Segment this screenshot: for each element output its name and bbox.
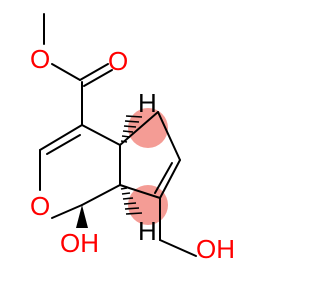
atom-label-h-top: H	[138, 88, 157, 118]
bond-o-c1	[51, 204, 83, 219]
stereo-highlight-top	[128, 108, 168, 148]
bond-c1-c7a	[81, 184, 121, 206]
hash-wedge-bottom	[120, 187, 143, 215]
stereo-highlights	[128, 108, 168, 225]
bond-c7-c7a	[119, 184, 161, 199]
bond-o-carbonyl	[51, 63, 81, 81]
bond-c4-c4a	[81, 124, 121, 146]
atom-label-carbonyl-o: O	[108, 46, 128, 76]
bold-wedge-oh	[76, 205, 88, 228]
bond-c6-c7-double-a	[159, 159, 181, 199]
atom-label-ester-o: O	[30, 44, 50, 74]
bond-ch2-o	[159, 239, 197, 257]
atom-label-hydroxymethyl: OH	[196, 234, 235, 264]
bond-c5-c6	[157, 111, 181, 161]
bond-carbonyl-double-a	[79, 63, 109, 81]
bond-c6-c7-double-b	[154, 162, 173, 194]
molecule-structure: O O O OH OH H H	[30, 13, 235, 264]
bond-c4-c3-double-b	[46, 134, 81, 155]
bond-c4a-c5	[119, 111, 159, 146]
bond-c4-c3-double-a	[39, 124, 83, 151]
stereo-highlight-bottom	[128, 185, 168, 225]
bond-carbonyl-double-b	[83, 69, 113, 87]
atom-label-h-bottom: H	[138, 216, 157, 246]
atom-label-hydroxyl: OH	[60, 228, 99, 258]
atom-label-ring-o: O	[30, 191, 50, 221]
hash-wedge-top	[120, 115, 143, 143]
